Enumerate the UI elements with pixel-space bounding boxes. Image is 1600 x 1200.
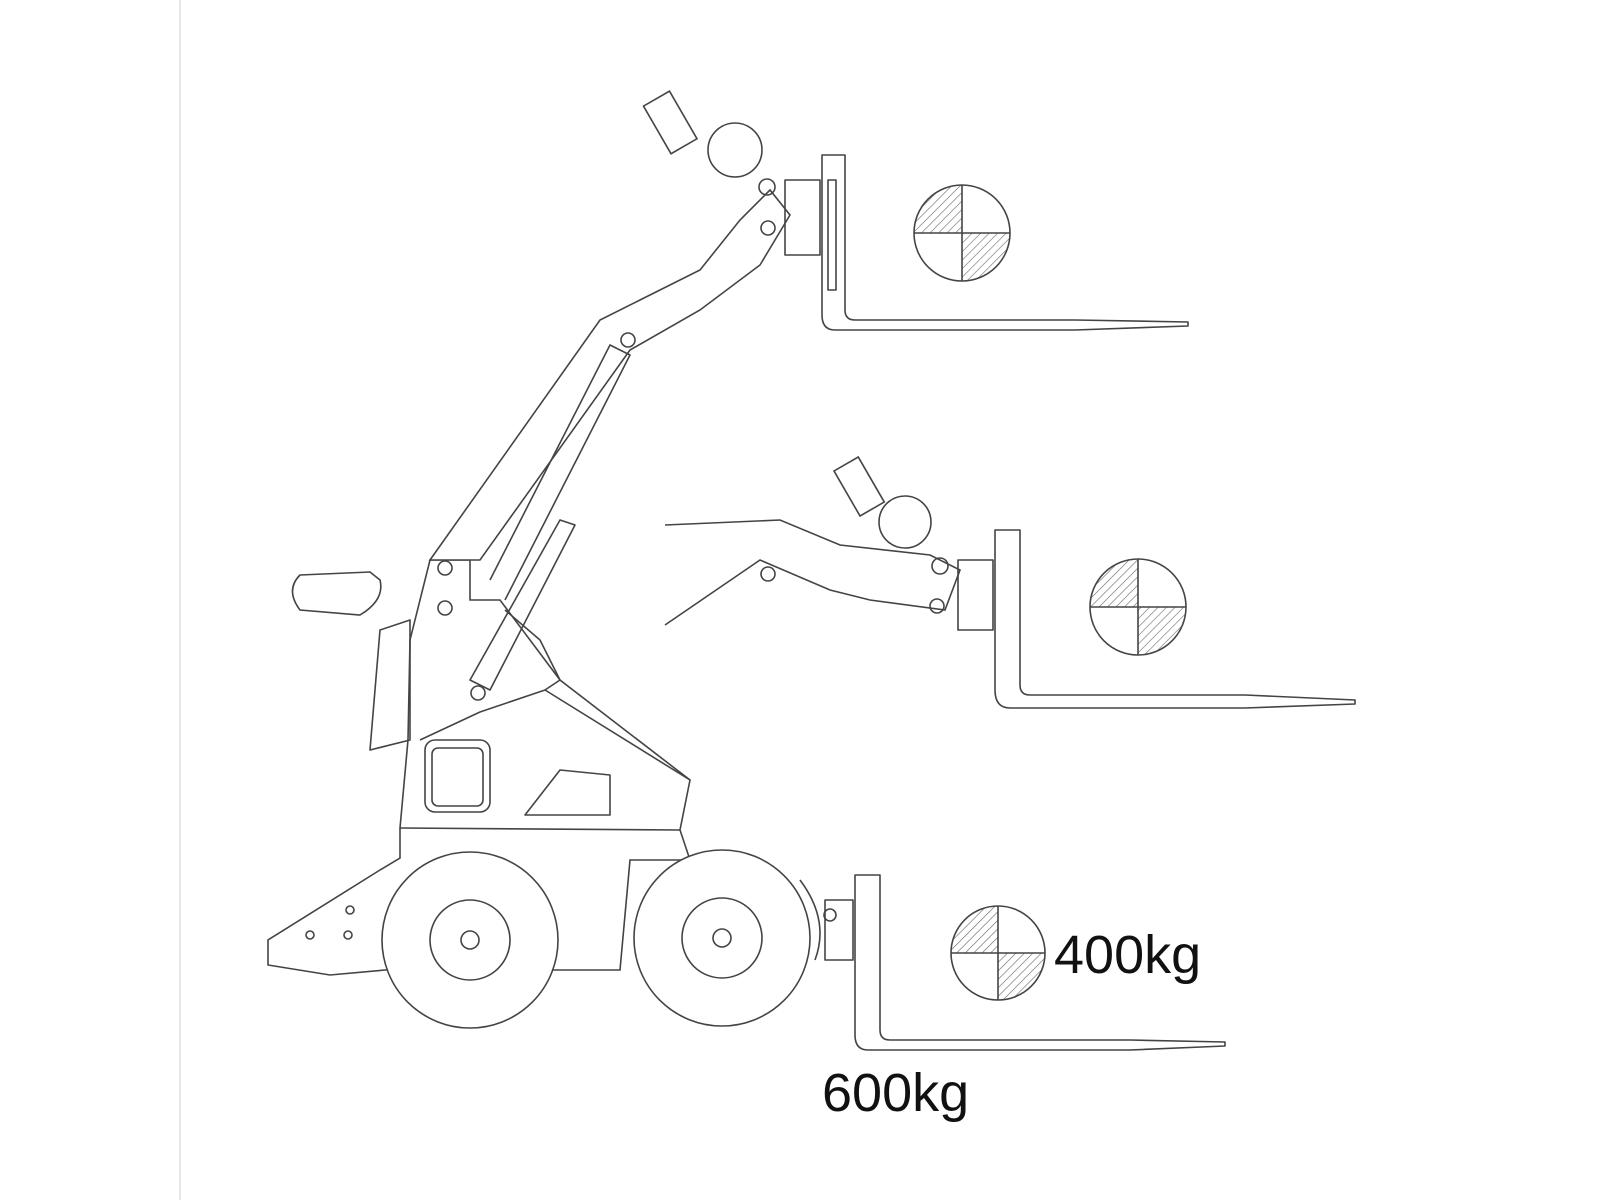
front-wheel bbox=[633, 849, 811, 1027]
lift-arm-raised bbox=[428, 90, 821, 701]
seat-back bbox=[291, 571, 382, 616]
lift-arm-mid bbox=[664, 455, 994, 631]
attachment-ground bbox=[799, 879, 854, 961]
fork-top bbox=[821, 154, 1189, 331]
rear-wheel bbox=[381, 851, 559, 1029]
fork-ground bbox=[854, 874, 1226, 1051]
center-of-gravity-top bbox=[913, 184, 1011, 282]
center-of-gravity-ground bbox=[950, 905, 1046, 1001]
fork-mid bbox=[994, 529, 1356, 709]
center-of-gravity-mid bbox=[1089, 558, 1187, 656]
load-capacity-600kg-label: 600kg bbox=[822, 1063, 970, 1123]
load-capacity-400kg-label: 400kg bbox=[1054, 925, 1202, 985]
loader-body bbox=[267, 559, 692, 976]
side-window bbox=[424, 739, 491, 813]
